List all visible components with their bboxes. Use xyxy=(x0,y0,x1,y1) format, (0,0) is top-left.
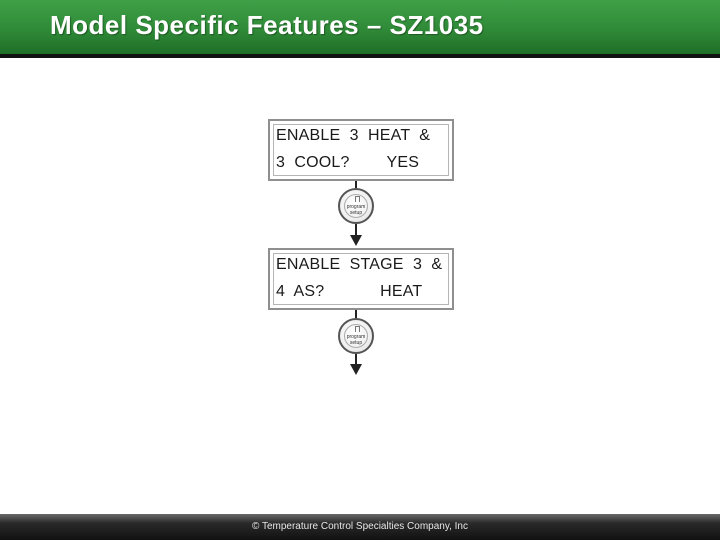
lcd-display-inner-border xyxy=(273,124,449,176)
button-label-program: program xyxy=(346,334,366,340)
slide-title: Model Specific Features – SZ1035 xyxy=(50,10,484,40)
lcd-line-2: 4 AS? HEAT xyxy=(276,283,423,300)
button-tab-icon xyxy=(355,196,360,202)
program-setup-button[interactable]: program setup xyxy=(338,188,374,224)
lcd-display-enable-heat-cool: ENABLE 3 HEAT & 3 COOL? YES xyxy=(268,119,454,181)
flow-connector xyxy=(355,224,357,236)
flow-connector xyxy=(355,181,357,188)
button-ring xyxy=(344,194,368,218)
button-label-setup: setup xyxy=(349,210,363,216)
lcd-line-1: ENABLE STAGE 3 & xyxy=(276,256,443,273)
title-bar: Model Specific Features – SZ1035 xyxy=(0,0,720,58)
button-tab-icon xyxy=(355,326,360,332)
program-setup-button[interactable]: program setup xyxy=(338,318,374,354)
copyright-text: © Temperature Control Specialties Compan… xyxy=(252,521,468,532)
button-label-program: program xyxy=(346,204,366,210)
footer-bar: © Temperature Control Specialties Compan… xyxy=(0,514,720,540)
down-arrow-icon xyxy=(350,235,362,246)
lcd-line-2: 3 COOL? YES xyxy=(276,154,420,171)
button-label-setup: setup xyxy=(349,340,363,346)
lcd-line-1: ENABLE 3 HEAT & xyxy=(276,127,431,144)
flow-connector xyxy=(355,310,357,318)
lcd-display-enable-stage-3-4: ENABLE STAGE 3 & 4 AS? HEAT xyxy=(268,248,454,310)
lcd-display-inner-border xyxy=(273,253,449,305)
button-ring xyxy=(344,324,368,348)
flow-connector xyxy=(355,354,357,365)
down-arrow-icon xyxy=(350,364,362,375)
